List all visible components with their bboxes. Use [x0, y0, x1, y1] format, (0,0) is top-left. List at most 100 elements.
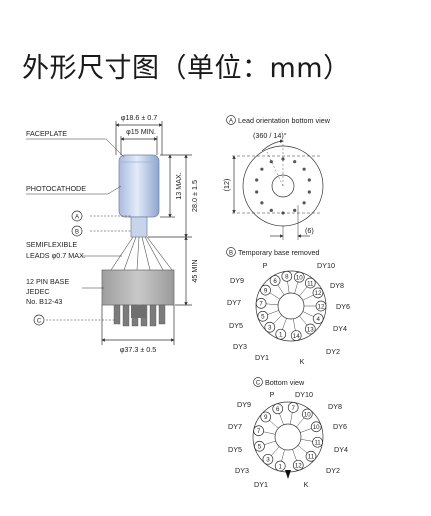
pin-circle: [301, 408, 313, 420]
pin-label-dy2: DY2: [326, 466, 340, 475]
view-b-marker: B: [229, 251, 233, 257]
pin-number: 10: [304, 411, 311, 418]
tube-neck: [130, 216, 148, 238]
pin-number: 6: [276, 406, 280, 413]
pin-circle: [264, 321, 276, 333]
pin-circle: [254, 440, 265, 452]
pin-circle: [255, 298, 267, 309]
pin-number: 12: [315, 290, 322, 297]
lead-hole: [302, 201, 306, 205]
pin-number: 11: [314, 440, 321, 447]
pin-number: 11: [308, 454, 315, 461]
pin-circle: [262, 453, 274, 465]
dim-28: 28.0 ± 1.5: [190, 180, 199, 212]
lead-hole: [293, 160, 297, 164]
marker-c-side: C: [37, 319, 42, 325]
pin-number: 14: [293, 333, 300, 340]
lead-hole: [255, 190, 259, 194]
pin-number: 13: [307, 326, 314, 333]
pin-number: 1: [279, 463, 283, 470]
pin-circle: [315, 300, 327, 312]
lead-hole: [307, 178, 311, 182]
pin-circle: [312, 436, 323, 448]
pin-label-dy7: DY7: [228, 422, 242, 431]
pin-number: 11: [307, 280, 314, 287]
photocathode-label: PHOTOCATHODE: [26, 184, 86, 193]
pin-circle: [305, 450, 317, 462]
pin-circle: [260, 411, 272, 423]
pin-label-dy3: DY3: [233, 342, 247, 351]
pin-circle: [304, 277, 316, 289]
flexible-leads: [110, 236, 173, 271]
pin-circle: [290, 330, 302, 341]
pin-number: 7: [291, 405, 295, 412]
pin-number: 10: [296, 274, 303, 281]
pin-label-dy5: DY5: [228, 445, 242, 454]
view-c-title: Bottom view: [265, 378, 305, 387]
pin-label-dy6: DY6: [333, 422, 347, 431]
pin-circle: [281, 270, 293, 282]
lead-hole: [302, 167, 306, 171]
pin-circle: [287, 402, 299, 413]
key-indicator: [285, 470, 291, 479]
marker-b-side: B: [75, 230, 79, 236]
pin-label-dy2: DY2: [326, 347, 340, 356]
lead-hole: [269, 208, 273, 212]
pin-label-dy3: DY3: [235, 466, 249, 475]
view-a-dim-6: (6): [305, 226, 314, 235]
pin-number: 3: [266, 457, 270, 464]
pin-number: 9: [264, 414, 268, 421]
pin-circle: [260, 284, 271, 296]
lead-holes: [255, 157, 311, 215]
pin-label-dy7: DY7: [227, 298, 241, 307]
page-title: 外形尺寸图（单位：mm）: [22, 53, 351, 84]
pin-label-dy10: DY10: [295, 390, 313, 399]
pin-number: 9: [264, 287, 268, 294]
pin-number: 3: [268, 325, 272, 332]
tube-body: [118, 154, 160, 218]
lead-hole: [255, 178, 259, 182]
pin-label-dy4: DY4: [334, 445, 348, 454]
faceplate-label: FACEPLATE: [26, 129, 67, 138]
pin-circle: [253, 425, 265, 437]
base-label-1: 12 PIN BASE: [26, 277, 69, 286]
pin-label-dy9: DY9: [230, 276, 244, 285]
base-label-3: No. B12-43: [26, 297, 62, 306]
pin-number: 7: [259, 301, 263, 308]
pin-label-k: K: [300, 357, 305, 366]
pin-number: 12: [295, 462, 302, 469]
pin-number: 7: [257, 428, 261, 435]
leads-label-1: SEMIFLEXIBLE: [26, 240, 77, 249]
pin-circle: [312, 287, 324, 299]
pin-circle: [275, 328, 287, 340]
view-c-marker: C: [256, 381, 261, 387]
pin-number: 5: [261, 314, 265, 321]
lead-hole: [260, 201, 264, 205]
pin-circle: [272, 403, 284, 415]
view-a-title: Lead orientation bottom view: [238, 116, 331, 125]
pin-label-dy4: DY4: [333, 324, 347, 333]
dim-13max: 13 MAX.: [174, 172, 183, 200]
dim-top-diameter: φ18.6 ± 0.7: [121, 113, 158, 122]
pin-number: 6: [273, 278, 277, 285]
leads-label-2: LEADS φ0.7 MAX.: [26, 251, 86, 260]
side-view: [26, 121, 192, 345]
pin-circle: [312, 313, 324, 325]
lead-hole: [260, 167, 264, 171]
pin-label-p: P: [270, 390, 275, 399]
pin-label-dy8: DY8: [330, 281, 344, 290]
view-a: [226, 115, 324, 240]
pin-circle: [310, 421, 322, 433]
view-a-angle: (360 / 14)°: [253, 131, 287, 140]
pin-label-dy8: DY8: [328, 402, 342, 411]
pin-label-dy9: DY9: [237, 400, 251, 409]
pin-label-k: K: [304, 480, 309, 489]
pin-label-p: P: [263, 261, 268, 270]
view-c: [252, 377, 324, 479]
pin-label-dy1: DY1: [254, 480, 268, 489]
dim-bottom-diameter: φ37.3 ± 0.5: [120, 345, 157, 354]
pin-circle: [269, 275, 281, 286]
pin-label-dy10: DY10: [317, 261, 335, 270]
pin-circle: [257, 310, 269, 322]
